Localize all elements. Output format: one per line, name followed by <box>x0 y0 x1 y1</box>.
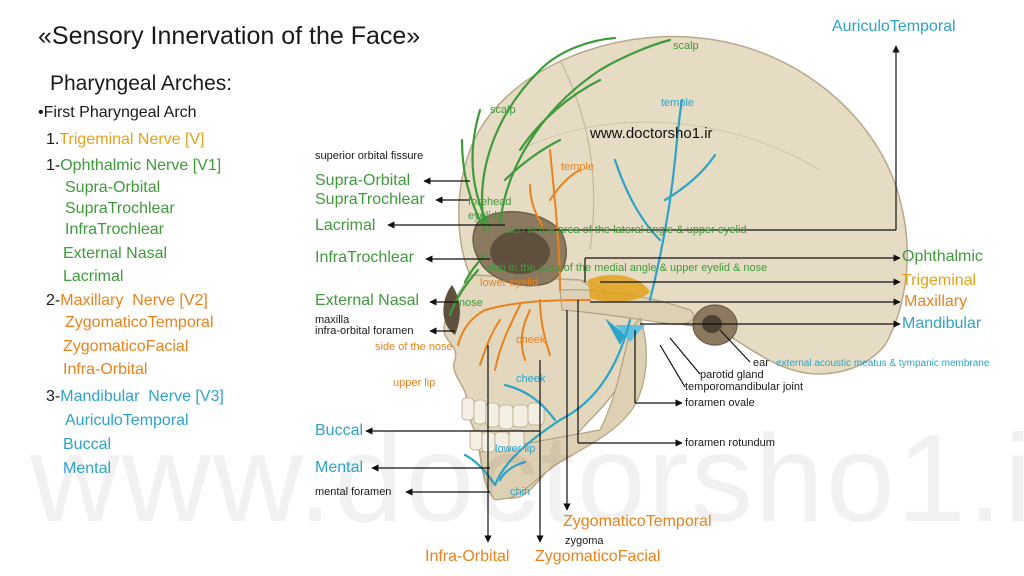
label-external-acoustic-meatus: external acoustic meatus & tympanic memb… <box>776 358 990 369</box>
teeth <box>461 397 545 453</box>
list-item-buccal: Buccal <box>63 436 112 453</box>
list-item-zygomaticofacial: ZygomaticoFacial <box>63 338 189 355</box>
skull-label-cheek-lower: cheek <box>516 373 546 385</box>
skull-label-forehead: forehead <box>468 196 512 208</box>
label-buccal: Buccal <box>315 422 364 439</box>
label-parotid-gland: parotid gland <box>700 369 764 381</box>
list-item-maxillary: 2-Maxillary Nerve [V2] <box>46 292 208 310</box>
label-ophthalmic: Ophthalmic <box>902 248 983 265</box>
skull-label-cheek-upper: cheek <box>516 334 546 346</box>
skull-label-lower-eyelid: lower eyelid <box>480 277 539 289</box>
label-mental: Mental <box>315 459 364 476</box>
label-supra-orbital: Supra-Orbital <box>315 172 411 189</box>
skull-label-lower-lip: lower lip <box>495 443 536 455</box>
mandibular-branches <box>463 98 717 487</box>
label-zygomaticotemporal-bottom: ZygomaticoTemporal <box>563 513 712 530</box>
label-zygomaticofacial-bottom: ZygomaticoFacial <box>535 548 661 565</box>
list-prefix: 3- <box>46 388 61 405</box>
list-text: Mandibular Nerve [V3] <box>60 388 224 405</box>
skull-label-upper-lip: upper lip <box>393 377 436 389</box>
skull-label-nose: nose <box>459 297 483 309</box>
label-foramen-rotundum: foramen rotundum <box>685 437 775 449</box>
list-item-mandibular: 3-Mandibular Nerve [V3] <box>46 388 224 406</box>
list-item-ophthalmic: 1-Ophthalmic Nerve [V1] <box>46 157 221 175</box>
maxillary-branches <box>457 149 591 371</box>
label-lacrimal: Lacrimal <box>315 217 376 234</box>
list-prefix: 1- <box>46 157 61 174</box>
list-item-infratrochlear: InfraTrochlear <box>65 221 164 238</box>
temporal-line <box>519 121 821 171</box>
watermark: www.doctorsho1.ir <box>30 410 1024 548</box>
website-url: www.doctorsho1.ir <box>590 125 713 142</box>
skull-label-eyelids: eyelids <box>468 210 503 222</box>
leader-lines <box>365 45 901 543</box>
list-item-supra-orbital: Supra-Orbital <box>65 179 161 196</box>
list-item-lacrimal: Lacrimal <box>63 268 124 285</box>
list-text: Ophthalmic Nerve [V1] <box>60 157 222 174</box>
label-zygoma: zygoma <box>565 535 604 547</box>
ophthalmic-branches <box>448 36 672 317</box>
label-auriculotemporal-top: AuriculoTemporal <box>832 18 956 35</box>
pharyngeal-arches-heading: Pharyngeal Arches: <box>50 72 233 95</box>
label-maxillary: Maxillary <box>904 293 968 310</box>
label-infra-orbital-foramen: infra-orbital foramen <box>315 325 414 337</box>
label-trigeminal: Trigeminal <box>902 272 977 289</box>
skull-label-scalp-top: scalp <box>673 40 699 52</box>
label-ear: ear <box>753 357 769 369</box>
skull-label-skin-lateral: skin in the area of the lateral angle & … <box>505 224 747 236</box>
label-mental-foramen: mental foramen <box>315 486 392 498</box>
list-prefix: 1. <box>46 131 60 148</box>
label-superior-orbital-fissure: superior orbital fissure <box>315 150 424 162</box>
coronal-suture <box>559 59 595 251</box>
label-maxilla: maxilla <box>315 314 350 326</box>
list-item-mental: Mental <box>63 460 112 477</box>
list-item-infra-orbital: Infra-Orbital <box>63 361 148 378</box>
list-item-zygomaticotemporal: ZygomaticoTemporal <box>65 314 214 331</box>
list-item-external-nasal: External Nasal <box>63 245 168 262</box>
skull-label-temple-lower: temple <box>561 161 595 173</box>
skull-label-chin: chin <box>510 486 531 498</box>
skull-label-scalp-left: scalp <box>490 104 516 116</box>
tympanic-blue <box>605 318 625 345</box>
list-item-supratrochlear: SupraTrochlear <box>65 200 175 217</box>
label-infra-orbital-bottom: Infra-Orbital <box>425 548 510 565</box>
list-text: Trigeminal Nerve [V] <box>59 131 205 148</box>
list-text: Maxillary Nerve [V2] <box>60 292 208 309</box>
label-temporomandibular-joint: temporomandibular joint <box>685 381 804 393</box>
list-prefix: 2- <box>46 292 61 309</box>
orbit-inner <box>490 230 550 274</box>
page-title: «Sensory Innervation of the Face» <box>38 22 421 50</box>
list-item-first-arch: •First Pharyngeal Arch <box>38 104 197 122</box>
label-mandibular: Mandibular <box>902 315 982 332</box>
tympanic-blue-2 <box>615 325 645 342</box>
bullet: • <box>38 104 44 121</box>
label-infratrochlear: InfraTrochlear <box>315 249 414 266</box>
label-external-nasal: External Nasal <box>315 292 420 309</box>
list-text: First Pharyngeal Arch <box>43 104 197 121</box>
list-item-trigeminal: 1.Trigeminal Nerve [V] <box>46 131 205 149</box>
mandible <box>479 316 647 501</box>
skull-label-temple-upper: temple <box>661 97 695 109</box>
skull-label-skin-medial: skin in the area of the medial angle & u… <box>486 262 768 274</box>
list-item-auriculotemporal: AuriculoTemporal <box>65 412 189 429</box>
label-foramen-ovale: foramen ovale <box>685 397 755 409</box>
skull-label-side-of-nose: side of the nose <box>375 341 453 353</box>
label-supratrochlear: SupraTrochlear <box>315 191 425 208</box>
